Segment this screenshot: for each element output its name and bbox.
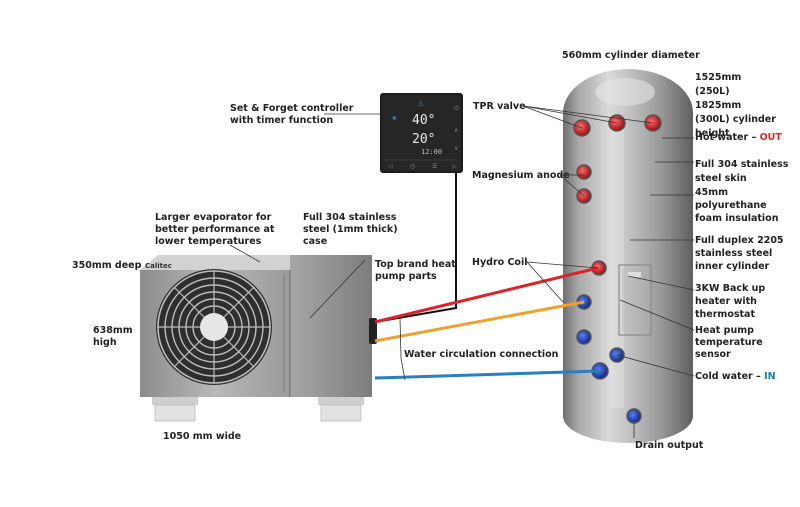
- label-backup-line2: heater with: [695, 296, 757, 307]
- label-skin: Full 304 stainless steel skin: [695, 158, 788, 186]
- label-insulation: 45mm polyurethane foam insulation: [695, 186, 778, 225]
- return-flow-pipe: [374, 300, 585, 343]
- menu-button-icon[interactable]: ◁: [388, 163, 393, 170]
- label-diameter: 560mm cylinder diameter: [562, 50, 700, 61]
- label-skin-line2: steel skin: [695, 173, 747, 184]
- drain-port: [626, 408, 642, 424]
- label-hydro-coil: Hydro Coil: [472, 257, 528, 268]
- label-hot-water-out: OUT: [759, 132, 782, 143]
- label-depth: 350mm deep: [72, 260, 142, 271]
- label-parts: Top brand heat pump parts: [375, 259, 456, 283]
- label-cyl-height-line2: (250L): [695, 86, 730, 97]
- label-height-line2: high: [93, 337, 117, 348]
- sensor-port: [576, 329, 592, 345]
- label-backup-line1: 3KW Back up: [695, 283, 766, 294]
- fan-grille: [156, 269, 272, 385]
- tpr-valve-port: [573, 119, 591, 137]
- power-button-icon[interactable]: ⏻: [454, 105, 459, 112]
- label-cold-water-in: IN: [764, 371, 776, 382]
- label-controller-line2: with timer function: [230, 115, 334, 126]
- label-inner-line2: stainless steel: [695, 248, 773, 259]
- label-evaporator-line2: better performance at: [155, 224, 275, 235]
- clock-button-icon[interactable]: ◷: [410, 163, 415, 170]
- mounting-feet: [152, 397, 364, 422]
- thermostat-cover-plate: [618, 264, 652, 336]
- label-case: Full 304 stainless steel (1mm thick) cas…: [303, 212, 398, 248]
- label-controller-line1: Set & Forget controller: [230, 103, 354, 114]
- label-insulation-line3: foam insulation: [695, 213, 779, 224]
- label-hot-water: Hot water – OUT: [695, 132, 782, 144]
- ok-button-icon[interactable]: ▷: [452, 163, 457, 170]
- controller-temperature-bottom: 20°: [412, 132, 435, 147]
- label-height: 638mm high: [93, 325, 133, 349]
- label-sensor-line1: Heat pump: [695, 325, 754, 336]
- cover-tag: [628, 272, 641, 277]
- brand-logo: Calitec: [145, 262, 172, 270]
- label-evaporator-line1: Larger evaporator for: [155, 212, 272, 223]
- label-cold-water-text: Cold water –: [695, 371, 765, 382]
- hot-water-cylinder: [563, 69, 693, 443]
- label-sensor-line3: sensor: [695, 349, 731, 360]
- down-arrow-icon[interactable]: ∨: [454, 145, 458, 152]
- controller-clock: 12:00: [421, 148, 442, 156]
- cold-water-pipe: [374, 369, 601, 380]
- controller-device: [380, 93, 463, 173]
- label-controller: Set & Forget controller with timer funct…: [230, 103, 353, 127]
- pipes: [374, 173, 601, 380]
- label-cyl-height-line1: 1525mm: [695, 72, 742, 83]
- label-case-line3: case: [303, 236, 328, 247]
- anode-port: [576, 164, 592, 180]
- leader-lines: [229, 105, 695, 438]
- mode-button-icon[interactable]: ☰: [432, 163, 437, 170]
- flame-icon: ♨: [417, 99, 424, 108]
- label-tpr-valve: TPR valve: [473, 101, 526, 112]
- label-evaporator-line3: lower temperatures: [155, 236, 262, 247]
- label-insulation-line2: polyurethane: [695, 200, 767, 211]
- label-evaporator: Larger evaporator for better performance…: [155, 212, 274, 248]
- mode-icon: ❄: [392, 115, 397, 122]
- label-hot-water-text: Hot water –: [695, 132, 760, 143]
- label-cyl-height-line4: (300L) cylinder: [695, 114, 776, 125]
- label-height-line1: 638mm: [93, 325, 133, 336]
- label-inner-line1: Full duplex 2205: [695, 235, 784, 246]
- label-inner-cylinder: Full duplex 2205 stainless steel inner c…: [695, 234, 784, 273]
- label-skin-line1: Full 304 stainless: [695, 159, 789, 170]
- controller-temperature-top: 40°: [412, 113, 435, 128]
- label-sensor: Heat pump temperature sensor: [695, 325, 763, 361]
- controller-cable: [374, 173, 457, 323]
- label-width: 1050 mm wide: [163, 431, 242, 442]
- label-magnesium-anode: Magnesium anode: [472, 170, 570, 181]
- label-insulation-line1: 45mm: [695, 187, 729, 198]
- label-case-line1: Full 304 stainless: [303, 212, 397, 223]
- up-arrow-icon[interactable]: ∧: [454, 127, 458, 134]
- label-drain: Drain output: [635, 440, 704, 451]
- unit-pipe-connections: [369, 318, 377, 344]
- label-cylinder-height: 1525mm (250L) 1825mm (300L) cylinder hei…: [695, 71, 776, 141]
- label-inner-line3: inner cylinder: [695, 261, 770, 272]
- label-cyl-height-line3: 1825mm: [695, 100, 742, 111]
- label-cold-water: Cold water – IN: [695, 371, 776, 383]
- hot-flow-pipe: [374, 266, 599, 324]
- label-case-line2: steel (1mm thick): [303, 224, 398, 235]
- label-backup-line3: thermostat: [695, 309, 756, 320]
- label-backup-heater: 3KW Back up heater with thermostat: [695, 282, 765, 321]
- thermostat-cover-inner: [622, 268, 648, 332]
- label-water-circulation: Water circulation connection: [404, 349, 559, 360]
- label-parts-line2: pump parts: [375, 271, 437, 282]
- label-sensor-line2: temperature: [695, 337, 763, 348]
- label-cyl-height-line5: height: [695, 128, 730, 139]
- label-parts-line1: Top brand heat: [375, 259, 456, 270]
